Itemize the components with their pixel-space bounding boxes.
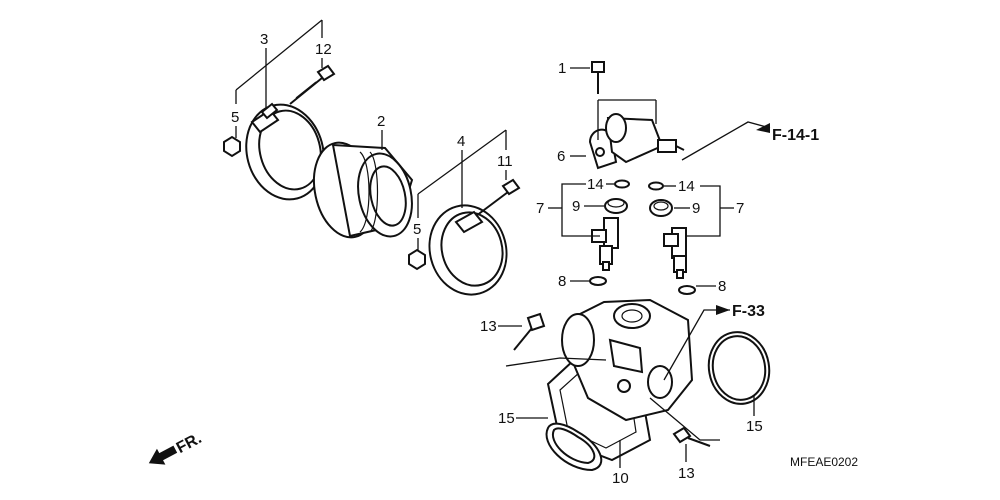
- reference-f-33: F-33: [732, 303, 765, 320]
- callout-13: 13: [480, 318, 497, 335]
- callout-9: 9: [572, 198, 580, 215]
- callout-14: 14: [678, 178, 695, 195]
- fuel-rail: [588, 113, 685, 170]
- diagram-code: MFEAE0202: [790, 455, 858, 469]
- callout-5: 5: [231, 109, 239, 126]
- callout-2: 2: [377, 113, 385, 130]
- bolt-13-upper: [513, 312, 546, 351]
- injector-left: [591, 217, 619, 271]
- o-ring-14-right: [648, 181, 664, 191]
- callout-11: 11: [497, 153, 513, 170]
- callout-14: 14: [587, 176, 604, 193]
- seal-9-right: [649, 199, 673, 217]
- bolt-12: [289, 64, 336, 105]
- callout-1: 1: [558, 60, 566, 77]
- callout-15: 15: [746, 418, 763, 435]
- callout-12: 12: [315, 41, 332, 58]
- o-ring-14-left: [614, 179, 630, 189]
- gasket-15-right: [707, 331, 771, 405]
- callout-5: 5: [413, 221, 421, 238]
- gasket-15-left: [545, 422, 603, 472]
- o-ring-8-left: [589, 276, 607, 286]
- callout-13: 13: [678, 465, 695, 482]
- band-clamp-right: [428, 204, 508, 296]
- callout-7: 7: [736, 200, 744, 217]
- callout-8: 8: [718, 278, 726, 295]
- callout-9: 9: [692, 200, 700, 217]
- band-clamp-left: [245, 102, 325, 201]
- callout-15: 15: [498, 410, 515, 427]
- front-direction-label: FR.: [174, 430, 205, 457]
- callout-10: 10: [612, 470, 629, 487]
- bolt-11: [475, 178, 521, 217]
- nut-5-left: [223, 135, 241, 158]
- injector-right: [663, 227, 687, 279]
- o-ring-8-right: [678, 285, 696, 295]
- nut-5-right: [408, 248, 426, 271]
- bolt-1: [591, 61, 605, 94]
- leader-lines: [235, 19, 771, 468]
- front-direction-arrow-icon: FR.: [148, 430, 205, 465]
- seal-9-left: [604, 198, 628, 214]
- callout-8: 8: [558, 273, 566, 290]
- callout-4: 4: [457, 133, 465, 150]
- air-funnel: [313, 141, 414, 239]
- reference-f-14-1: F-14-1: [772, 127, 819, 144]
- bolt-13-lower: [672, 426, 711, 447]
- callout-3: 3: [260, 31, 268, 48]
- callout-6: 6: [557, 148, 565, 165]
- callout-7: 7: [536, 200, 544, 217]
